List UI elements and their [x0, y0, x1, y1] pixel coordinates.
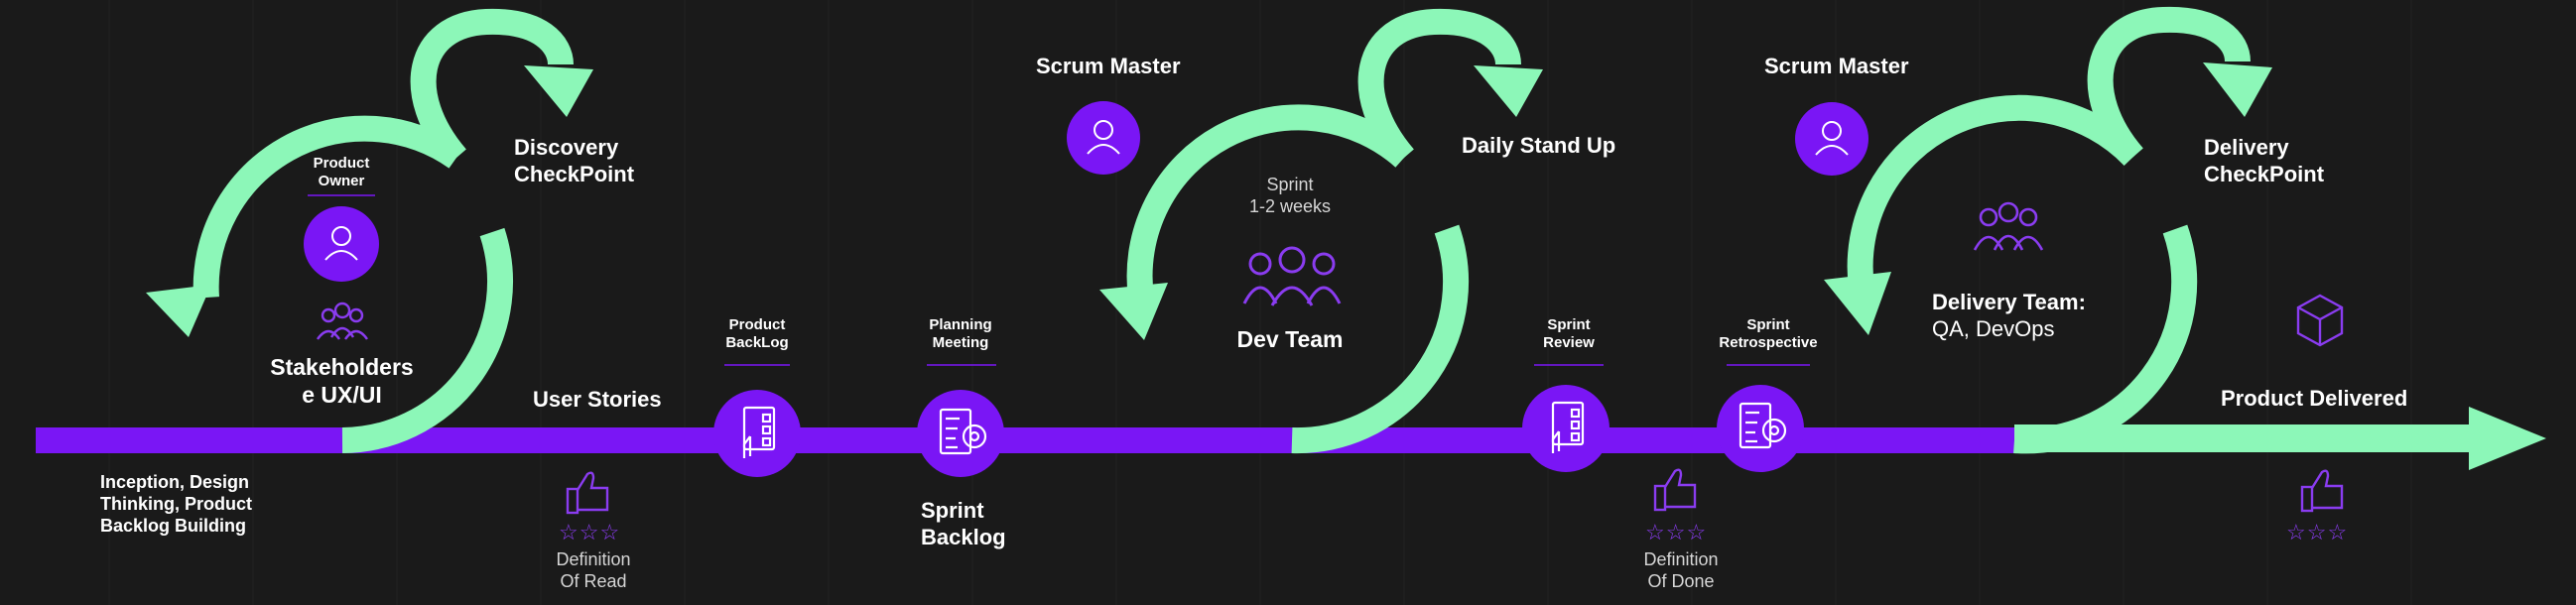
checklist-icon: [1551, 401, 1585, 453]
scrum-master-label: Scrum Master: [1036, 54, 1181, 78]
daily-standup-label: Daily Stand Up: [1462, 133, 1616, 158]
person-icon: [324, 120, 1849, 261]
planning-meeting-node: [917, 390, 1004, 477]
loop-arrowhead: [1099, 283, 1168, 340]
product-backlog-node: [713, 390, 801, 477]
planning-icon: [1739, 402, 1787, 449]
rating-stars: ☆☆☆: [559, 520, 621, 544]
delivery-loop: [1847, 6, 2251, 454]
user-stories-label: User Stories: [533, 387, 662, 412]
sprint-loop: [1126, 8, 1521, 454]
delivery-team-roles: QA, DevOps: [1932, 315, 2055, 341]
delivery-team-label: Delivery Team: QA, DevOps: [1932, 290, 2086, 343]
definition-of-read-label: Definition Of Read: [556, 549, 631, 591]
label-underlines: [308, 194, 1810, 366]
delivery-checkpoint-label: Delivery CheckPoint: [2204, 135, 2325, 186]
sprint-duration-label: Sprint 1-2 weeks: [1248, 175, 1332, 216]
loop-arrowhead: [2203, 62, 2272, 117]
dev-team-group-icon: [1242, 246, 1342, 306]
planning-icon: [939, 408, 987, 455]
sprint-backlog-label: Sprint Backlog: [921, 498, 1006, 549]
sprint-retrospective-label: Sprint Retrospective: [1719, 316, 1818, 352]
checklist-icon: [742, 406, 776, 458]
rating-stars: ☆☆☆: [1645, 520, 1708, 544]
discovery-loop: [193, 8, 574, 453]
dev-team-label: Dev Team: [1236, 326, 1344, 352]
sprint-review-label: Sprint Review: [1543, 316, 1595, 352]
discovery-checkpoint-label: Discovery CheckPoint: [514, 135, 635, 186]
sprint-retro-node: [1717, 385, 1804, 472]
delivery-team-group-icon: [1973, 201, 2044, 251]
package-box-icon: [2296, 294, 2344, 347]
loop-arrowhead: [1824, 272, 1891, 335]
stakeholders-group-icon: [317, 302, 368, 340]
background-grid: [108, 0, 2412, 605]
thumbs-up-icon: [566, 468, 2344, 515]
product-backlog-label: Product BackLog: [725, 316, 789, 352]
scrum-master-label: Scrum Master: [1764, 54, 1909, 78]
product-delivered-label: Product Delivered: [2221, 386, 2408, 411]
loop-arrowhead: [1474, 65, 1543, 117]
planning-meeting-label: Planning Meeting: [929, 316, 992, 352]
delivery-team-title: Delivery Team:: [1932, 290, 2086, 314]
definition-of-done-label: Definition Of Done: [1643, 549, 1719, 591]
product-owner-label: Product Owner: [313, 155, 370, 190]
delivery-arrowhead: [2469, 407, 2546, 470]
delivery-arrow-shaft: [2014, 424, 2471, 452]
stakeholders-label: Stakeholders e UX/UI: [270, 354, 414, 409]
sprint-review-node: [1522, 385, 1610, 472]
inception-label: Inception, Design Thinking, Product Back…: [100, 472, 252, 536]
loop-arrowhead: [146, 285, 211, 337]
loop-arrowhead: [524, 65, 593, 117]
rating-stars: ☆☆☆: [2286, 520, 2349, 544]
